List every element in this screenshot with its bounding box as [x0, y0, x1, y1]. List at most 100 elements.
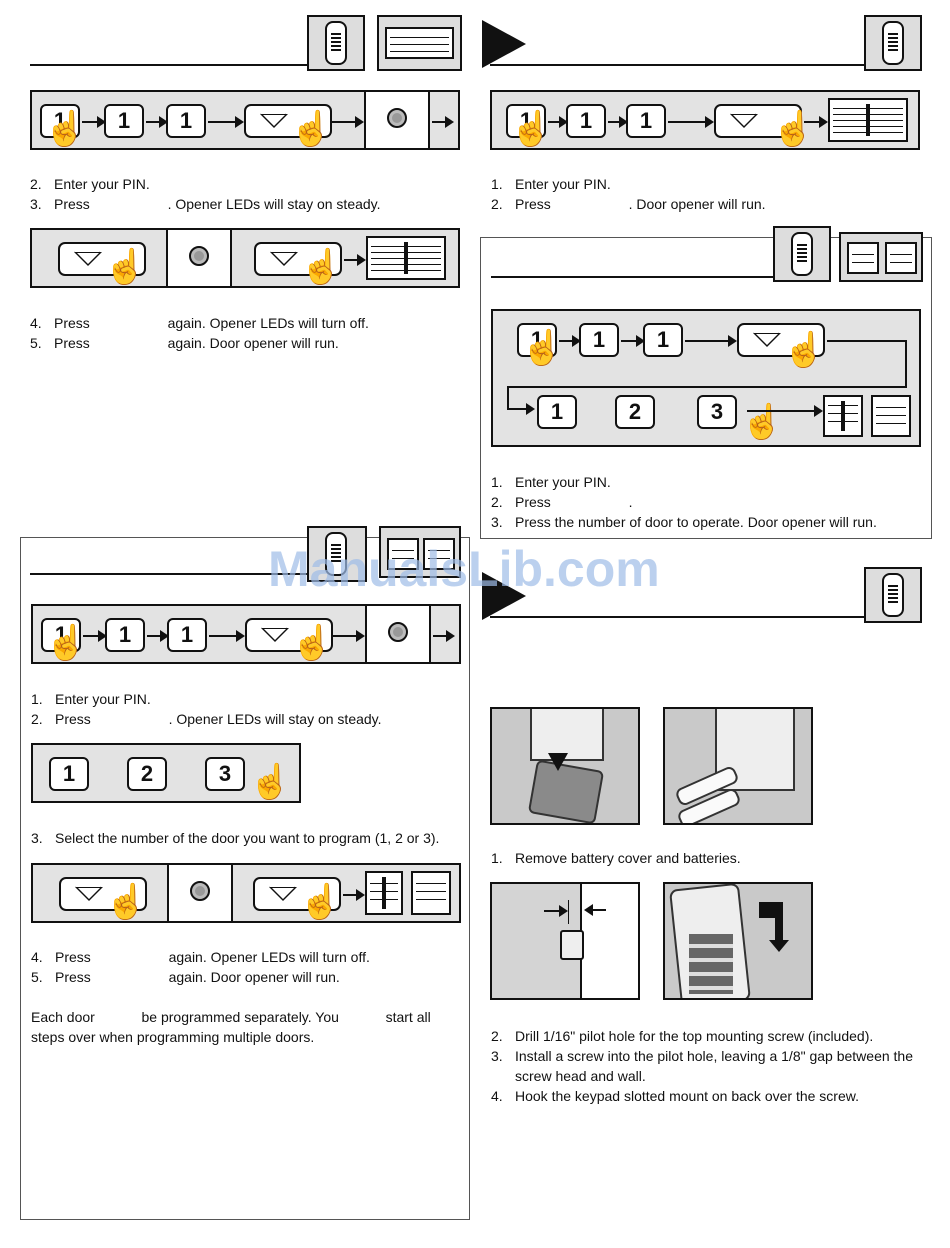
instruction-step: screw head and wall. — [515, 1068, 646, 1084]
flow-connector — [507, 386, 509, 410]
garage-door-icon — [411, 871, 451, 915]
down-triangle-icon — [269, 887, 297, 901]
key-1[interactable]: 1 — [579, 323, 619, 357]
section-rule — [490, 616, 865, 618]
command-button[interactable] — [59, 877, 147, 911]
instruction-step: 2.Press . Opener LEDs will stay on stead… — [31, 711, 382, 727]
led-icon — [189, 246, 209, 266]
finger-press-icon: ☝ — [772, 110, 815, 148]
finger-press-icon: ☝ — [510, 110, 553, 148]
finger-press-icon: ☝ — [300, 248, 343, 286]
down-triangle-icon — [270, 252, 298, 266]
garage-door-icon — [387, 538, 419, 570]
flow-arrow — [685, 335, 737, 347]
finger-press-icon: ☝ — [291, 624, 334, 662]
flow-arrow — [209, 630, 245, 642]
sequence-strip: 1 1 1 ☝ ☝ — [31, 604, 461, 664]
garage-door-icon — [885, 242, 917, 274]
keypad-icon — [325, 21, 347, 65]
hang-keypad-photo — [663, 882, 813, 1000]
key-1[interactable]: 1 — [166, 104, 206, 138]
key-3[interactable]: 3 — [205, 757, 245, 791]
flow-connector — [827, 340, 907, 342]
key-1[interactable]: 1 — [40, 104, 80, 138]
sequence-strip: 1 1 1 ☝ ☝ — [490, 90, 920, 150]
key-1[interactable]: 1 — [517, 323, 557, 357]
keypad-icon — [791, 232, 813, 276]
key-1[interactable]: 1 — [566, 104, 606, 138]
up-down-arrow-icon — [382, 877, 386, 909]
keypad-icon — [325, 532, 347, 576]
flow-arrow — [548, 116, 568, 128]
key-1[interactable]: 1 — [105, 618, 145, 652]
up-down-arrow-icon — [404, 242, 408, 274]
key-1[interactable]: 1 — [167, 618, 207, 652]
command-button[interactable] — [58, 242, 146, 276]
instruction-step: 2.Enter your PIN. — [30, 176, 150, 192]
down-triangle-icon — [730, 114, 758, 128]
finger-press-icon: ☝ — [783, 331, 826, 369]
key-1[interactable]: 1 — [41, 618, 81, 652]
flow-arrow — [146, 116, 168, 128]
up-down-arrow-icon — [841, 401, 845, 431]
instruction-step: 1.Enter your PIN. — [491, 474, 611, 490]
keypad-icon-box — [773, 226, 831, 282]
command-button[interactable] — [245, 618, 333, 652]
instruction-step: 5.Press again. Door opener will run. — [31, 969, 340, 985]
finger-press-icon: ☝ — [104, 248, 147, 286]
section-marker-icon — [482, 20, 526, 68]
finger-press-icon: ☝ — [105, 883, 148, 921]
key-1[interactable]: 1 — [626, 104, 666, 138]
watermark-text: ManualsLib.com — [268, 541, 660, 597]
down-triangle-icon — [753, 333, 781, 347]
finger-press-icon: ☝ — [44, 110, 87, 148]
door-open-close-icon — [365, 871, 403, 915]
flow-arrow — [747, 405, 823, 417]
sequence-strip: ☝ ☝ — [31, 863, 461, 923]
opener-led-cell — [167, 865, 233, 921]
key-1[interactable]: 1 — [537, 395, 577, 429]
section-marker-icon — [482, 572, 526, 620]
finger-press-icon: ☝ — [521, 329, 564, 367]
instruction-step: 3.Press . Opener LEDs will stay on stead… — [30, 196, 381, 212]
command-button[interactable] — [253, 877, 341, 911]
door-open-close-icon — [366, 236, 446, 280]
key-1[interactable]: 1 — [643, 323, 683, 357]
note-text: steps over when programming multiple doo… — [31, 1029, 315, 1045]
flow-connector — [507, 386, 907, 388]
instruction-step: 4.Hook the keypad slotted mount on back … — [491, 1088, 859, 1104]
keypad-icon-box — [307, 526, 367, 582]
garage-doors-icon-box — [379, 526, 461, 578]
command-button[interactable] — [244, 104, 332, 138]
command-button[interactable] — [714, 104, 802, 138]
command-button[interactable] — [737, 323, 825, 357]
key-1[interactable]: 1 — [104, 104, 144, 138]
instruction-step: 4.Press again. Opener LEDs will turn off… — [30, 315, 369, 331]
opener-led-cell — [166, 230, 232, 286]
keypad-icon — [882, 21, 904, 65]
key-1[interactable]: 1 — [49, 757, 89, 791]
garage-door-icon — [423, 538, 455, 570]
flow-arrow — [668, 116, 714, 128]
instruction-step: 1.Enter your PIN. — [491, 176, 611, 192]
garage-doors-icon-box — [839, 232, 923, 282]
flow-arrow — [433, 630, 455, 642]
flow-arrow — [432, 116, 454, 128]
door-number-strip: 1 2 3 ☝ — [31, 743, 301, 803]
down-triangle-icon — [261, 628, 289, 642]
flow-arrow — [608, 116, 628, 128]
flow-arrow — [82, 116, 106, 128]
key-2[interactable]: 2 — [615, 395, 655, 429]
program-door-panel: 1 1 1 ☝ ☝ 1.Enter your PIN. 2.Press . Op… — [20, 526, 470, 1220]
command-button[interactable] — [254, 242, 342, 276]
flow-arrow — [332, 116, 364, 128]
sequence-strip: ☝ ☝ — [30, 228, 460, 288]
key-3[interactable]: 3 — [697, 395, 737, 429]
battery-cover-photo — [490, 707, 640, 825]
sequence-strip: 1 1 1 ☝ ☝ — [30, 90, 460, 150]
flow-arrow — [507, 403, 535, 415]
key-2[interactable]: 2 — [127, 757, 167, 791]
section-rule — [30, 64, 308, 66]
key-1[interactable]: 1 — [506, 104, 546, 138]
flow-arrow — [208, 116, 244, 128]
